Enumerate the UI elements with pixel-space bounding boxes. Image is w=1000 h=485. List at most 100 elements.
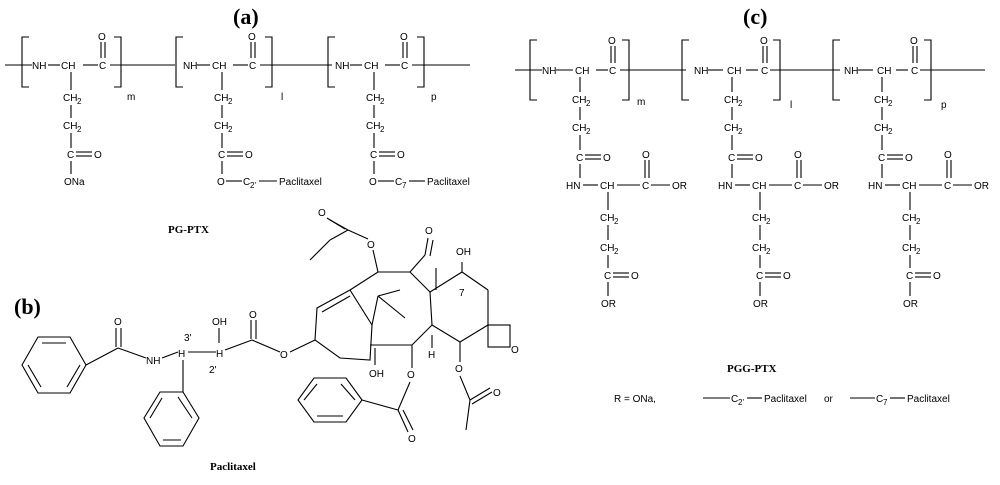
svg-text:C: C — [609, 66, 616, 77]
svg-text:C: C — [401, 61, 408, 72]
svg-text:O: O — [631, 271, 639, 282]
svg-text:7: 7 — [459, 288, 465, 299]
svg-text:CH: CH — [724, 123, 738, 134]
svg-text:CH: CH — [572, 123, 586, 134]
svg-text:O: O — [755, 153, 763, 164]
svg-text:NH: NH — [844, 66, 858, 77]
svg-text:CH: CH — [727, 66, 741, 77]
svg-text:O: O — [407, 370, 415, 381]
svg-text:C: C — [906, 271, 913, 282]
svg-text:2: 2 — [916, 217, 921, 226]
svg-text:C: C — [944, 181, 951, 192]
panel-label-b: (b) — [14, 294, 41, 319]
svg-text:CH: CH — [874, 123, 888, 134]
svg-text:7: 7 — [883, 398, 888, 407]
svg-text:C: C — [642, 181, 649, 192]
svg-text:3': 3' — [184, 333, 192, 344]
svg-text:O: O — [400, 32, 408, 43]
svg-text:O: O — [910, 36, 918, 47]
r-definition: R = ONa, C 2' Paclitaxel or C 7 Paclitax… — [614, 394, 950, 407]
svg-text:CH: CH — [214, 121, 228, 132]
panel-label-c: (c) — [743, 4, 767, 29]
svg-text:OR: OR — [974, 181, 989, 192]
svg-text:2': 2' — [209, 365, 217, 376]
svg-text:O: O — [511, 345, 519, 356]
caption-pg-ptx: PG-PTX — [168, 224, 209, 236]
svg-text:H: H — [178, 349, 185, 360]
svg-text:CH: CH — [600, 213, 614, 224]
svg-text:CH: CH — [366, 121, 380, 132]
svg-text:NH: NH — [335, 61, 349, 72]
svg-text:2': 2' — [250, 181, 256, 190]
svg-text:OH: OH — [369, 369, 384, 380]
svg-text:HN: HN — [868, 181, 882, 192]
svg-text:NH: NH — [183, 61, 197, 72]
svg-text:O: O — [94, 150, 102, 161]
svg-text:O: O — [455, 364, 463, 375]
svg-text:O: O — [642, 150, 650, 161]
subscript-p-c: p — [941, 100, 947, 111]
svg-text:O: O — [425, 226, 433, 237]
svg-text:C: C — [731, 394, 738, 405]
svg-text:C: C — [761, 66, 768, 77]
svg-text:Paclitaxel: Paclitaxel — [907, 394, 950, 405]
pgg-unit-1: NH CH C O CH 2 CH 2 C O HN CH C O OR CH … — [542, 36, 687, 310]
svg-text:Paclitaxel: Paclitaxel — [279, 177, 322, 188]
svg-text:O: O — [397, 150, 405, 161]
svg-text:OH: OH — [212, 317, 227, 328]
svg-text:NH: NH — [542, 66, 556, 77]
paclitaxel-structure: O NH H 3' H 2' OH O O — [21, 208, 519, 447]
svg-text:C: C — [756, 271, 763, 282]
svg-text:NH: NH — [32, 61, 46, 72]
pgg-unit-3: NH CH C O CH 2 CH 2 C O HN CH C O OR CH … — [844, 36, 989, 310]
svg-text:CH: CH — [63, 121, 77, 132]
svg-text:OR: OR — [824, 181, 839, 192]
subscript-m-a: m — [127, 92, 135, 103]
svg-text:CH: CH — [752, 213, 766, 224]
svg-text:O: O — [608, 36, 616, 47]
svg-text:C: C — [370, 150, 377, 161]
pgg-unit-2: NH CH C O CH 2 CH 2 C O HN CH C O OR CH … — [694, 36, 839, 310]
svg-text:2: 2 — [766, 247, 771, 256]
pg-unit-2: NH CH C O CH 2 CH 2 C O O C 2' Paclitaxe… — [183, 32, 322, 190]
svg-text:O: O — [369, 177, 377, 188]
r-equals-ona: R = ONa, — [614, 394, 656, 405]
svg-text:CH: CH — [212, 61, 226, 72]
svg-text:C: C — [794, 181, 801, 192]
svg-text:CH: CH — [366, 93, 380, 104]
svg-text:O: O — [367, 240, 375, 251]
svg-text:2: 2 — [738, 99, 743, 108]
svg-text:CH: CH — [572, 95, 586, 106]
svg-text:Paclitaxel: Paclitaxel — [427, 177, 470, 188]
svg-text:2: 2 — [77, 97, 82, 106]
svg-text:O: O — [933, 271, 941, 282]
svg-text:Paclitaxel: Paclitaxel — [764, 394, 807, 405]
svg-text:CH: CH — [752, 181, 766, 192]
svg-text:2: 2 — [228, 125, 233, 134]
svg-text:C: C — [249, 61, 256, 72]
svg-text:2: 2 — [228, 97, 233, 106]
svg-text:2: 2 — [614, 247, 619, 256]
svg-text:CH: CH — [600, 181, 614, 192]
svg-text:CH: CH — [902, 213, 916, 224]
svg-text:CH: CH — [600, 243, 614, 254]
subscript-p-a: p — [431, 92, 437, 103]
svg-text:O: O — [280, 350, 288, 361]
svg-text:HN: HN — [566, 181, 580, 192]
subscript-m-c: m — [637, 97, 645, 108]
svg-text:CH: CH — [364, 61, 378, 72]
pgg-ptx-brackets — [529, 39, 932, 101]
caption-pgg-ptx: PGG-PTX — [727, 363, 777, 375]
svg-text:OH: OH — [456, 247, 471, 258]
subscript-l-a: l — [281, 92, 283, 103]
svg-text:O: O — [248, 32, 256, 43]
svg-text:2: 2 — [77, 125, 82, 134]
svg-text:O: O — [493, 388, 501, 399]
svg-text:O: O — [905, 153, 913, 164]
svg-text:2: 2 — [586, 99, 591, 108]
svg-text:O: O — [98, 32, 106, 43]
svg-text:2: 2 — [888, 127, 893, 136]
svg-text:2: 2 — [888, 99, 893, 108]
